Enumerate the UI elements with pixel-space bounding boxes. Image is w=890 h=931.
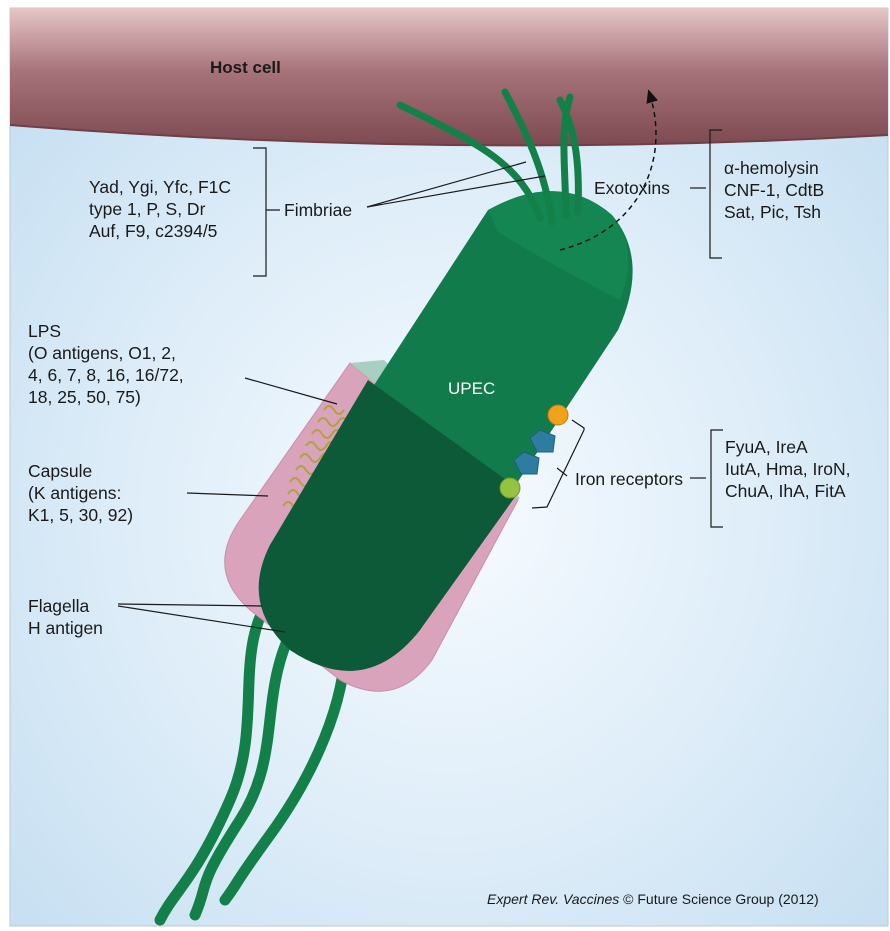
flagella-line: Flagella: [28, 595, 103, 617]
iron-receptor-type-line: ChuA, IhA, FitA: [725, 480, 850, 502]
credit-publisher: © Future Science Group (2012): [623, 891, 819, 907]
lps-line: (O antigens, O1, 2,: [28, 342, 184, 364]
iron-receptor-type-line: FyuA, IreA: [725, 436, 850, 458]
lps-line: 18, 25, 50, 75): [28, 386, 184, 408]
lps-line: LPS: [28, 320, 184, 342]
iron-receptor-type-line: IutA, Hma, IroN,: [725, 458, 850, 480]
exotoxins-label: Exotoxins: [594, 177, 670, 199]
iron-receptors-label: Iron receptors: [575, 468, 683, 490]
flagella-line: H antigen: [28, 617, 103, 639]
fimbriae-type-line: Auf, F9, c2394/5: [89, 220, 231, 242]
iron-receptor-types-list: FyuA, IreA IutA, Hma, IroN, ChuA, IhA, F…: [725, 436, 850, 502]
credit-line: Expert Rev. Vaccines © Future Science Gr…: [487, 888, 819, 910]
credit-journal: Expert Rev. Vaccines: [487, 891, 619, 907]
capsule-line: K1, 5, 30, 92): [28, 504, 133, 526]
receptor-orange: [548, 405, 568, 425]
fimbriae-types-list: Yad, Ygi, Yfc, F1C type 1, P, S, Dr Auf,…: [89, 176, 231, 242]
exotoxins-types-list: α-hemolysin CNF-1, CdtB Sat, Pic, Tsh: [724, 157, 824, 223]
capsule-line: Capsule: [28, 460, 133, 482]
fimbriae-type-line: type 1, P, S, Dr: [89, 198, 231, 220]
fimbriae-type-line: Yad, Ygi, Yfc, F1C: [89, 176, 231, 198]
lps-line: 4, 6, 7, 8, 16, 16/72,: [28, 364, 184, 386]
host-cell-membrane: [10, 8, 888, 145]
host-cell-label: Host cell: [210, 57, 281, 79]
capsule-label: Capsule (K antigens: K1, 5, 30, 92): [28, 460, 133, 526]
exotoxin-type-line: Sat, Pic, Tsh: [724, 201, 824, 223]
exotoxin-type-line: CNF-1, CdtB: [724, 179, 824, 201]
fimbriae-label: Fimbriae: [284, 199, 352, 221]
capsule-line: (K antigens:: [28, 482, 133, 504]
upec-label: UPEC: [448, 378, 495, 400]
lps-label: LPS (O antigens, O1, 2, 4, 6, 7, 8, 16, …: [28, 320, 184, 408]
exotoxin-type-line: α-hemolysin: [724, 157, 824, 179]
flagella-label: Flagella H antigen: [28, 595, 103, 639]
receptor-green: [500, 478, 520, 498]
